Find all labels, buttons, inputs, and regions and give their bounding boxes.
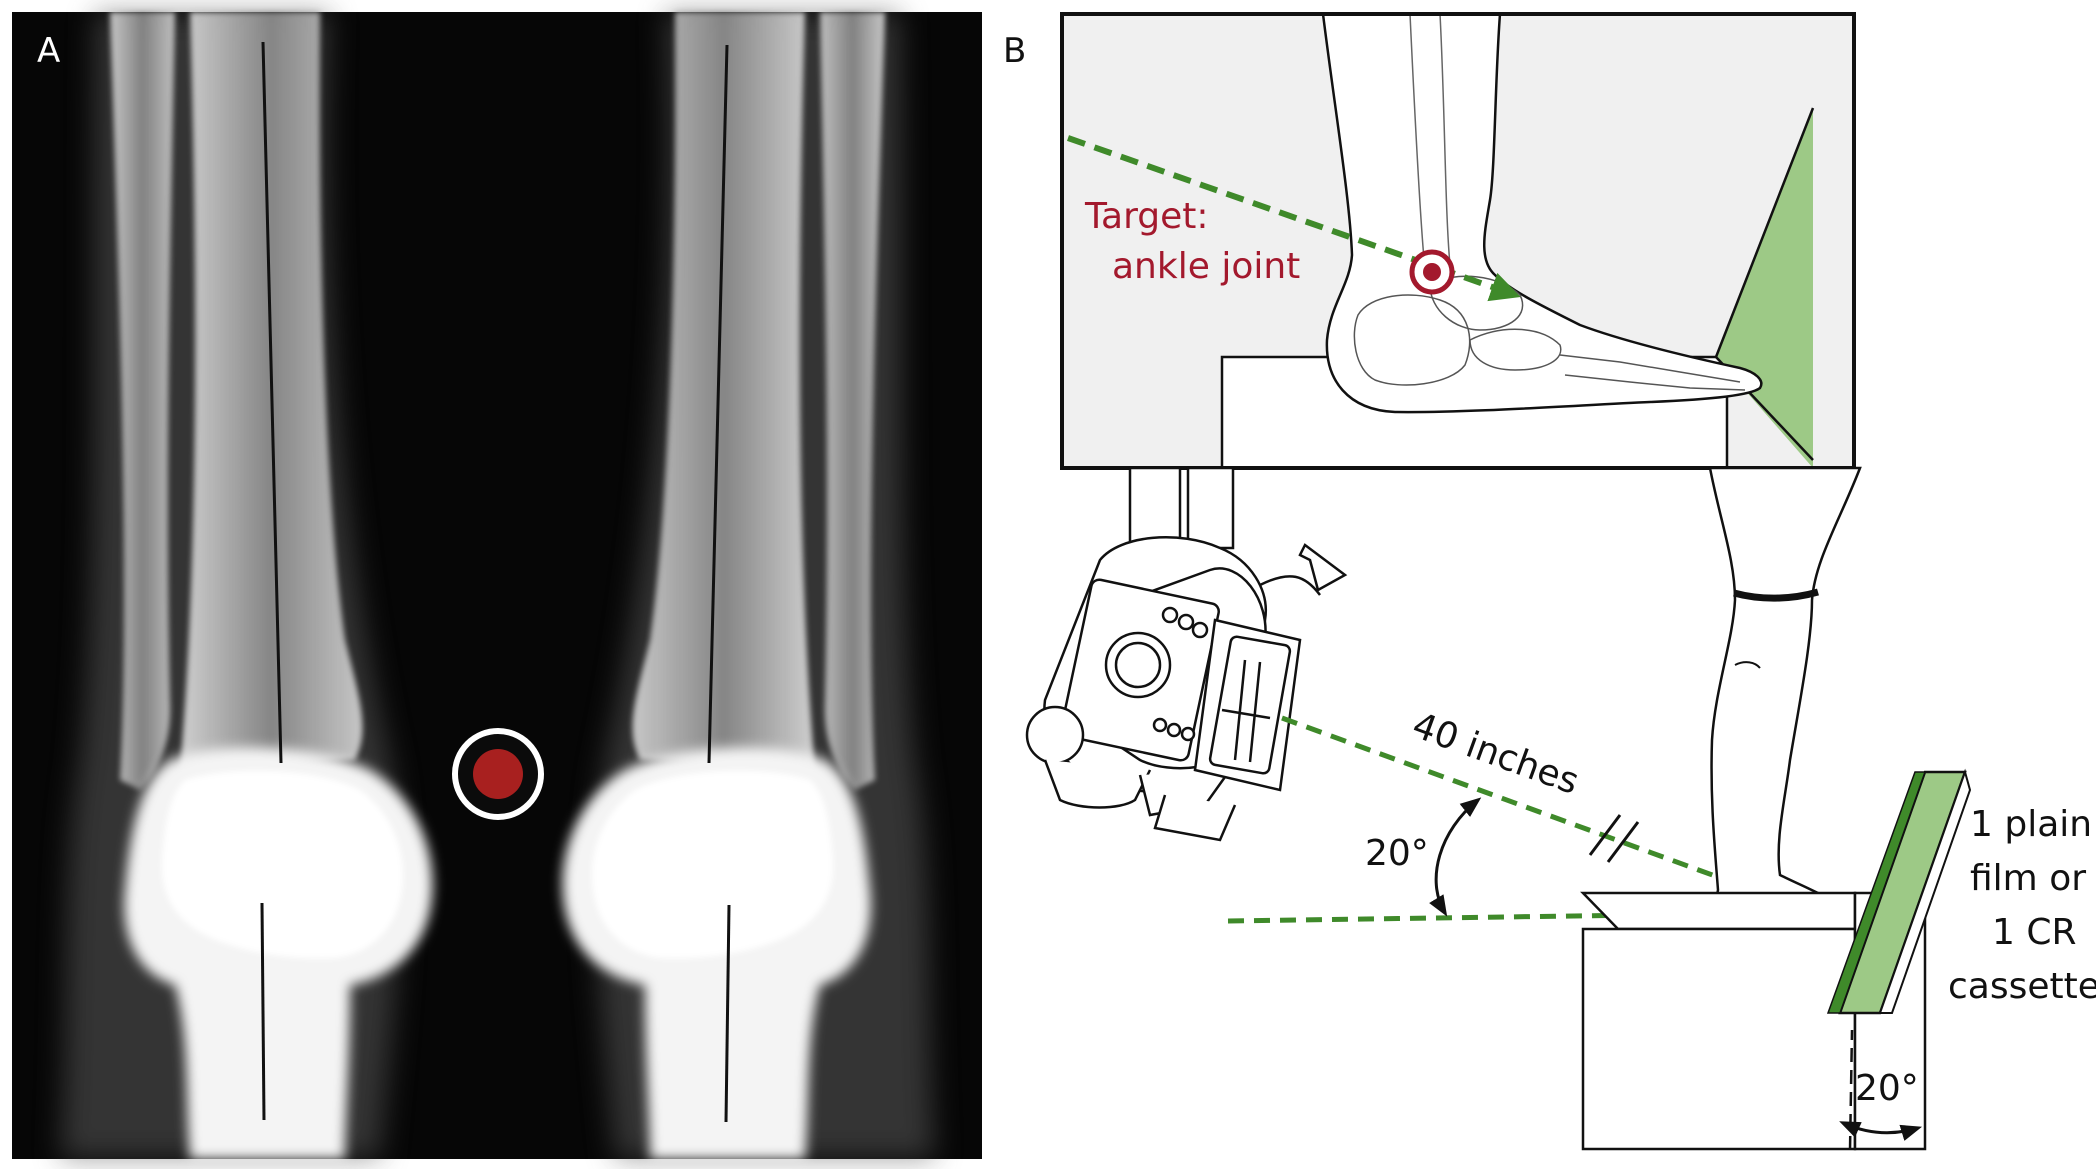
right-tibia-axis-line [707,44,729,764]
inset-target-dot [1423,263,1441,281]
knee-line [1734,661,1761,669]
distance-break-mark-2 [1606,821,1640,863]
cassette-label-line4: cassette [1948,966,2096,1007]
tube-base [1043,759,1152,809]
cassette-angle-label: 20° [1855,1068,1919,1109]
tube-angle-label: 20° [1365,833,1429,874]
panel-b-diagram: B Target: ankle joint [1003,12,2096,1151]
cassette-angle-arc [1839,1121,1923,1141]
panel-a-radiograph: A [12,12,982,1159]
inset-lateral-ankle: Target: ankle joint [1060,12,1856,470]
inset-metatarsals-2 [1564,374,1746,391]
tube-button-1 [1161,606,1179,624]
cassette-label-line3: 1 CR [1992,912,2077,953]
target-marker-dot [473,749,523,799]
tube-handle-arc [1259,575,1321,596]
left-tibia-axis-line [261,41,283,764]
inset-tibia-line [1409,13,1426,271]
right-talus [591,770,834,959]
distance-break-mark-1 [1588,814,1622,856]
right-heel-axis-line [724,904,731,1123]
tube-button-4 [1152,717,1168,733]
standing-patient [1708,466,1862,937]
tube-arm-left [1128,466,1182,550]
xray-tube [1025,466,1348,842]
standing-leg-outline [1708,466,1862,937]
tube-knob-left [1025,705,1085,765]
tube-button-2 [1177,613,1195,631]
tube-dial-inner [1114,641,1162,689]
panel-a-label: A [37,31,60,71]
right-tibia [632,12,815,770]
collimator-crosshair [1221,708,1271,720]
cassette-holder [1878,768,1972,1014]
left-fibula [110,12,175,790]
left-heel-axis-line [260,902,266,1121]
collimator-line-1 [1233,659,1247,761]
target-label-line2: ankle joint [1112,246,1300,287]
tube-angle-arc [1429,797,1482,917]
inset-calcaneus [1353,294,1471,386]
left-talus [161,770,404,959]
cassette-label-line1: 1 plain [1970,804,2092,845]
box-top [1580,891,1857,931]
tube-arm-right [1186,466,1235,550]
tube-button-3 [1191,621,1209,639]
inset-metatarsals [1559,354,1741,383]
inset-leg-foot-outline [1321,12,1763,414]
inset-cassette-edge [1714,107,1815,358]
inset-fibula-line [1439,13,1451,266]
box-front [1581,927,1857,1151]
panel-b-label: B [1003,31,1026,71]
cassette-edge [1826,771,1927,1014]
central-ray-beam [1281,715,1753,893]
tube-button-6 [1180,726,1196,742]
tube-foot [1153,794,1237,842]
collimator-window [1208,635,1292,775]
shorts-hem [1733,588,1819,602]
collimator-line-2 [1248,661,1262,763]
target-label-line1: Target: [1084,196,1209,237]
tube-button-5 [1166,722,1182,738]
right-fibula [820,12,885,790]
cassette-vertical-reference [1848,1029,1854,1151]
inset-navicular [1469,328,1562,371]
distance-label: 40 inches [1407,705,1584,803]
cassette-label-line2: film or [1970,858,2086,899]
inset-talus [1429,275,1524,331]
inset-frame [1060,12,1856,470]
tube-handle-top [1298,543,1348,592]
